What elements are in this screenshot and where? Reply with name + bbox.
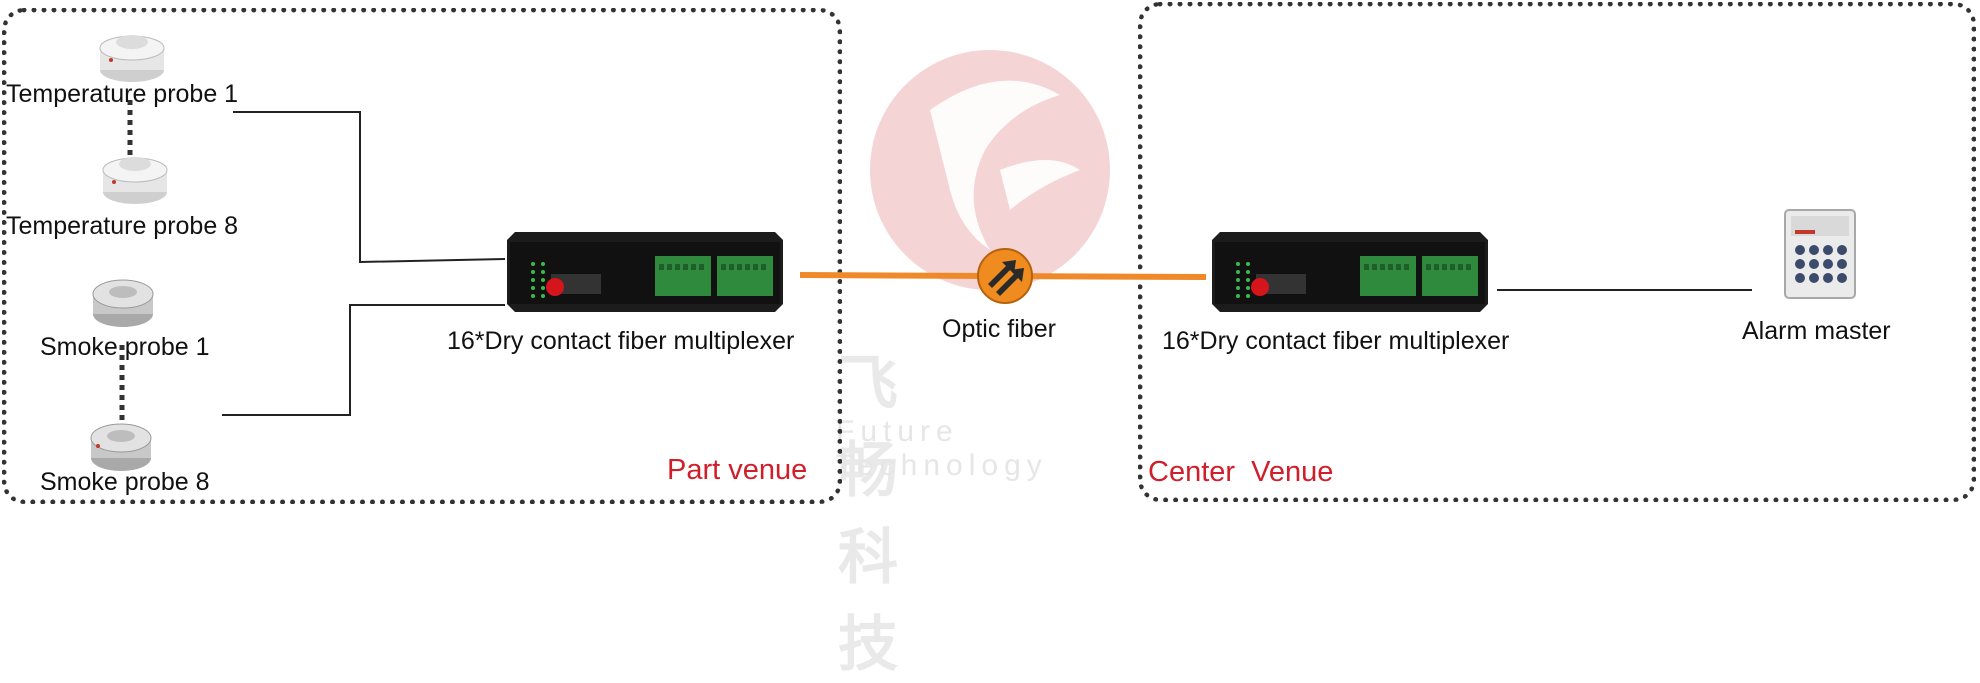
center-venue-label: Center Venue [1148, 456, 1334, 488]
temperature-wire [233, 111, 506, 264]
smoke-probe-8-label: Smoke probe 8 [40, 468, 210, 496]
watermark-logo [870, 50, 1110, 290]
left-multiplexer-label: 16*Dry contact fiber multiplexer [447, 327, 795, 355]
right-multiplexer-device [1212, 232, 1488, 312]
temperature-probe-1-label: Temperature probe 1 [6, 80, 239, 108]
temperature-probe-1-icon [99, 35, 165, 82]
temperature-probe-8-label: Temperature probe 8 [6, 212, 239, 240]
temperature-probe-8-icon [102, 157, 168, 204]
smoke-probe-1-label: Smoke probe 1 [40, 333, 210, 361]
left-multiplexer-device [507, 232, 783, 312]
smoke-probe-1-icon [92, 279, 154, 327]
smoke-probe-8-icon [90, 423, 152, 471]
part-venue-label: Part venue [667, 454, 808, 486]
part-venue-box [2, 8, 842, 504]
alarm-master-icon [1784, 209, 1856, 299]
center-venue-box [1138, 2, 1976, 502]
right-multiplexer-label: 16*Dry contact fiber multiplexer [1162, 327, 1510, 355]
watermark-english: Future Technology [836, 415, 1048, 482]
alarm-master-label: Alarm master [1742, 317, 1891, 345]
optic-fiber-label: Optic fiber [942, 315, 1056, 343]
optic-fiber-icon [977, 248, 1033, 304]
smoke-wire [222, 304, 505, 416]
